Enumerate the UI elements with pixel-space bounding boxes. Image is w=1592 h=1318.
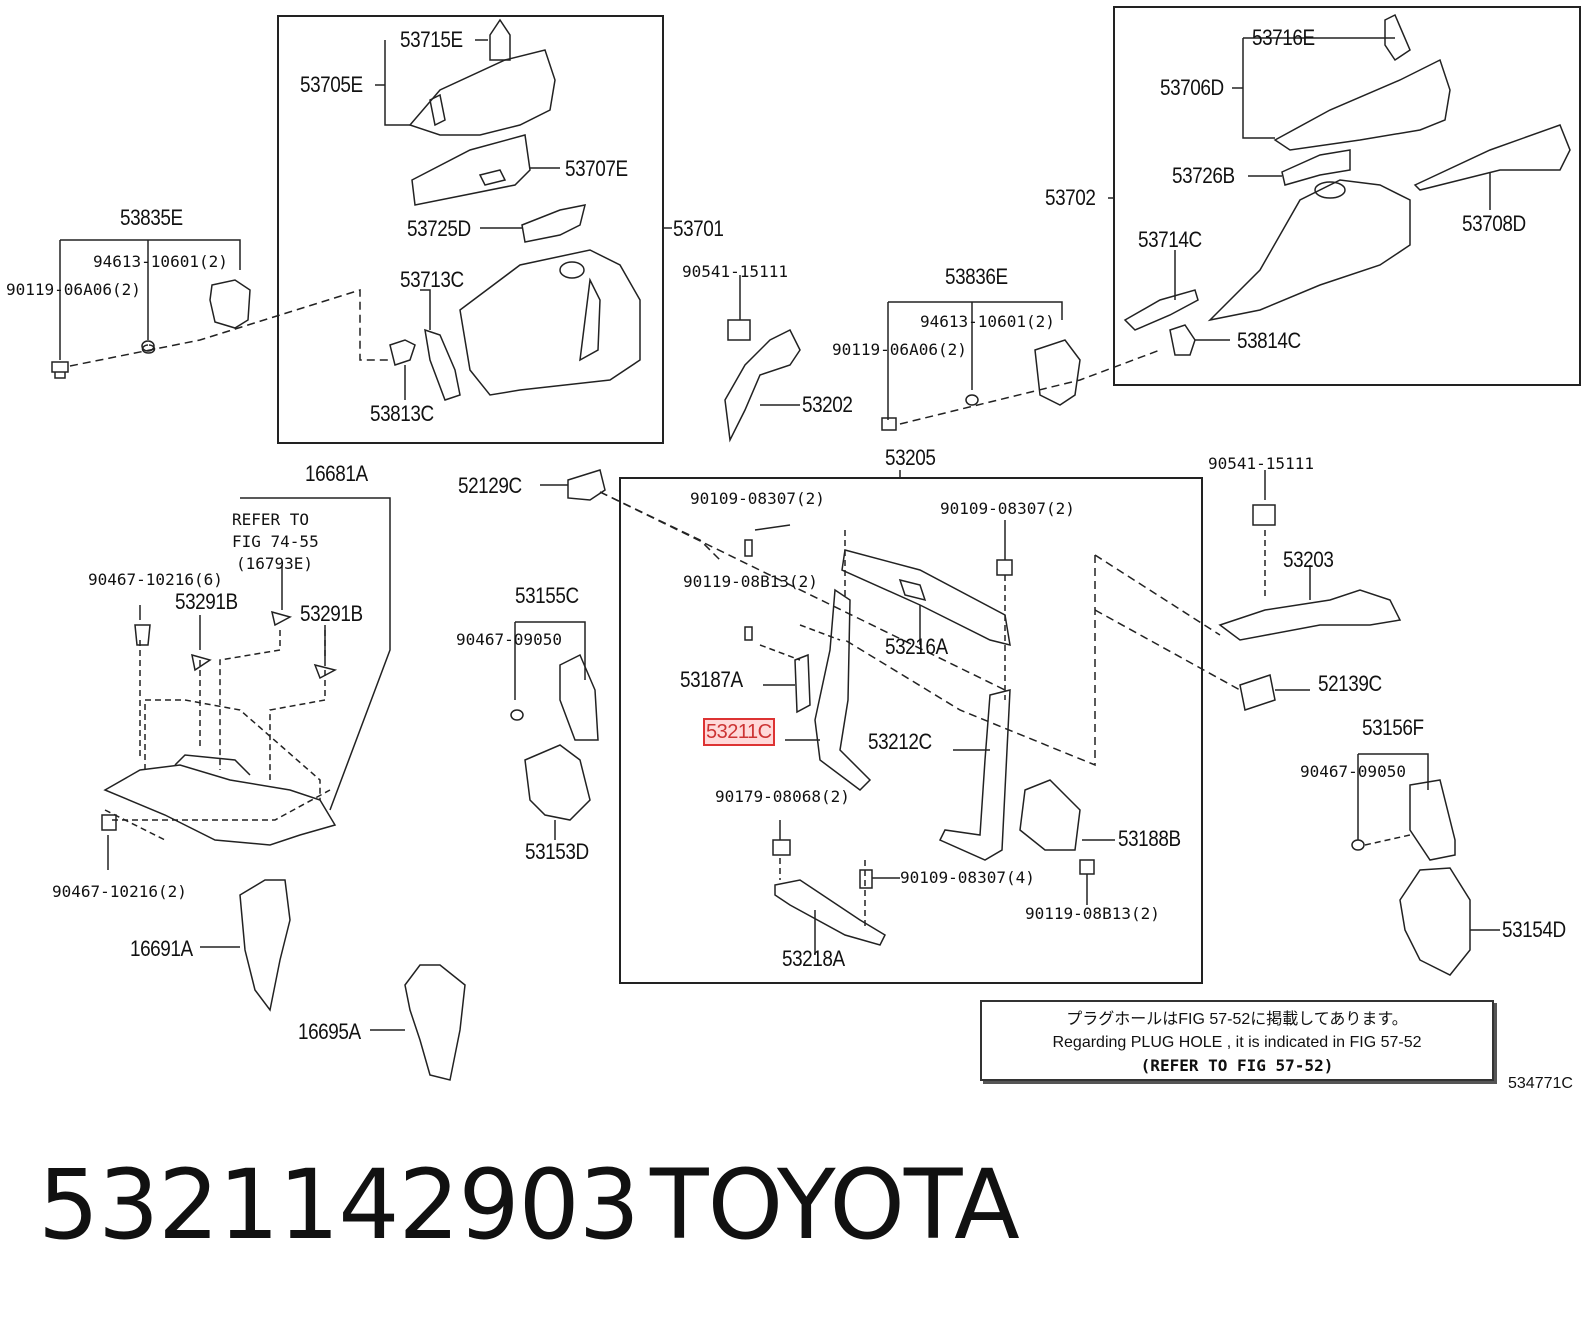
label-90109-b: 90109-08307(2): [940, 499, 1075, 518]
label-refer-2: FIG 74-55: [232, 532, 319, 551]
label-94613-b: 94613-10601(2): [920, 312, 1055, 331]
support-lower-53218A: [774, 879, 886, 946]
label-53211C-highlighted[interactable]: 53211C: [703, 718, 775, 746]
apron-lower-part: [424, 249, 641, 401]
label-90109-a: 90109-08307(2): [690, 489, 825, 508]
label-16681A: 16681A: [305, 461, 368, 486]
label-53705E: 53705E: [300, 72, 363, 97]
bracket-53188B: [1019, 779, 1081, 851]
bracket-53203: [1218, 589, 1402, 641]
label-16695A: 16695A: [298, 1019, 361, 1044]
label-53725D: 53725D: [407, 216, 471, 241]
label-53708D: 53708D: [1462, 211, 1526, 236]
bracket-53726B: [1281, 149, 1351, 186]
label-90467-d: 90467-09050: [1300, 762, 1406, 781]
note-jp: プラグホールはFIG 57-52に掲載してあります。: [1066, 1011, 1408, 1028]
label-53218A: 53218A: [782, 946, 845, 971]
label-52139C: 52139C: [1318, 671, 1382, 696]
label-90119-a: 90119-06A06(2): [6, 280, 141, 299]
bracket-53814C: [1169, 324, 1196, 356]
bracket-53714C: [1123, 289, 1199, 331]
splash-shield-16681A: [103, 754, 337, 846]
label-94613-a: 94613-10601(2): [93, 252, 228, 271]
label-refer-1: REFER TO: [232, 510, 310, 529]
label-52129C: 52129C: [458, 473, 522, 498]
label-53713C: 53713C: [400, 267, 464, 292]
seal-53153D: [524, 744, 591, 821]
bracket-part: [521, 204, 587, 243]
apron-mid-part: [411, 134, 531, 206]
label-90467-c: 90467-09050: [456, 630, 562, 649]
label-53188B: 53188B: [1118, 826, 1181, 851]
label-53155C: 53155C: [515, 583, 579, 608]
label-53716E: 53716E: [1252, 25, 1315, 50]
support-upper-53216A: [841, 549, 1011, 647]
label-53835E: 53835E: [120, 205, 183, 230]
label-53714C: 53714C: [1138, 227, 1202, 252]
label-53707E: 53707E: [565, 156, 628, 181]
label-53203: 53203: [1283, 547, 1334, 572]
apron-upper-part: [408, 18, 556, 136]
bracket-53202: [724, 328, 801, 443]
bracket-53836E: [1034, 339, 1081, 406]
support-right-53212C: [938, 689, 1011, 861]
label-53205: 53205: [885, 445, 936, 470]
label-refer-3: (16793E): [236, 554, 314, 573]
label-90179: 90179-08068(2): [715, 787, 850, 806]
label-53153D: 53153D: [525, 839, 589, 864]
label-90541-b: 90541-15111: [1208, 454, 1314, 473]
label-53726B: 53726B: [1172, 163, 1235, 188]
apron-lower-right: [1207, 179, 1411, 322]
plug-hole-note: プラグホールはFIG 57-52に掲載してあります。 Regarding PLU…: [980, 1000, 1494, 1081]
apron-upper-right: [1273, 13, 1451, 151]
label-53715E: 53715E: [400, 27, 463, 52]
label-53706D: 53706D: [1160, 75, 1224, 100]
label-53202: 53202: [802, 392, 853, 417]
label-53216A: 53216A: [885, 634, 948, 659]
label-90541-a: 90541-15111: [682, 262, 788, 281]
support-left-53211C: [814, 588, 872, 791]
bracket-52129C: [567, 469, 606, 501]
label-16691A: 16691A: [130, 936, 193, 961]
brand-name: TOYOTA: [650, 1149, 1020, 1261]
label-53212C: 53212C: [868, 729, 932, 754]
label-53836E: 53836E: [945, 264, 1008, 289]
bracket-52139C: [1239, 674, 1276, 711]
label-90109-c: 90109-08307(4): [900, 868, 1035, 887]
label-90467-a: 90467-10216(6): [88, 570, 223, 589]
label-53187A: 53187A: [680, 667, 743, 692]
label-53813C: 53813C: [370, 401, 434, 426]
bracket-53835E: [209, 279, 251, 329]
small-bracket: [389, 339, 416, 366]
note-ref: (REFER TO FIG 57-52): [1140, 1056, 1334, 1075]
label-53702: 53702: [1045, 185, 1096, 210]
label-53154D: 53154D: [1502, 917, 1566, 942]
bracket-53187A: [794, 653, 811, 714]
apron-53708D: [1413, 124, 1571, 191]
seal-53154D: [1399, 867, 1471, 976]
label-53701: 53701: [673, 216, 724, 241]
label-90119-b: 90119-06A06(2): [832, 340, 967, 359]
label-90119-c: 90119-08B13(2): [683, 572, 818, 591]
note-en: Regarding PLUG HOLE , it is indicated in…: [1052, 1034, 1422, 1051]
duct-16691A: [239, 879, 291, 1012]
duct-16695A: [404, 964, 466, 1081]
label-53291B-a: 53291B: [175, 589, 238, 614]
label-90467-b: 90467-10216(2): [52, 882, 187, 901]
part-number: 5321142903: [38, 1149, 640, 1261]
seal-53155C: [559, 653, 599, 741]
label-90119-d: 90119-08B13(2): [1025, 904, 1160, 923]
label-53814C: 53814C: [1237, 328, 1301, 353]
label-53156F: 53156F: [1362, 715, 1424, 740]
label-53291B-b: 53291B: [300, 601, 363, 626]
seal-53156F: [1409, 779, 1456, 861]
figure-id: 534771C: [1508, 1075, 1573, 1092]
